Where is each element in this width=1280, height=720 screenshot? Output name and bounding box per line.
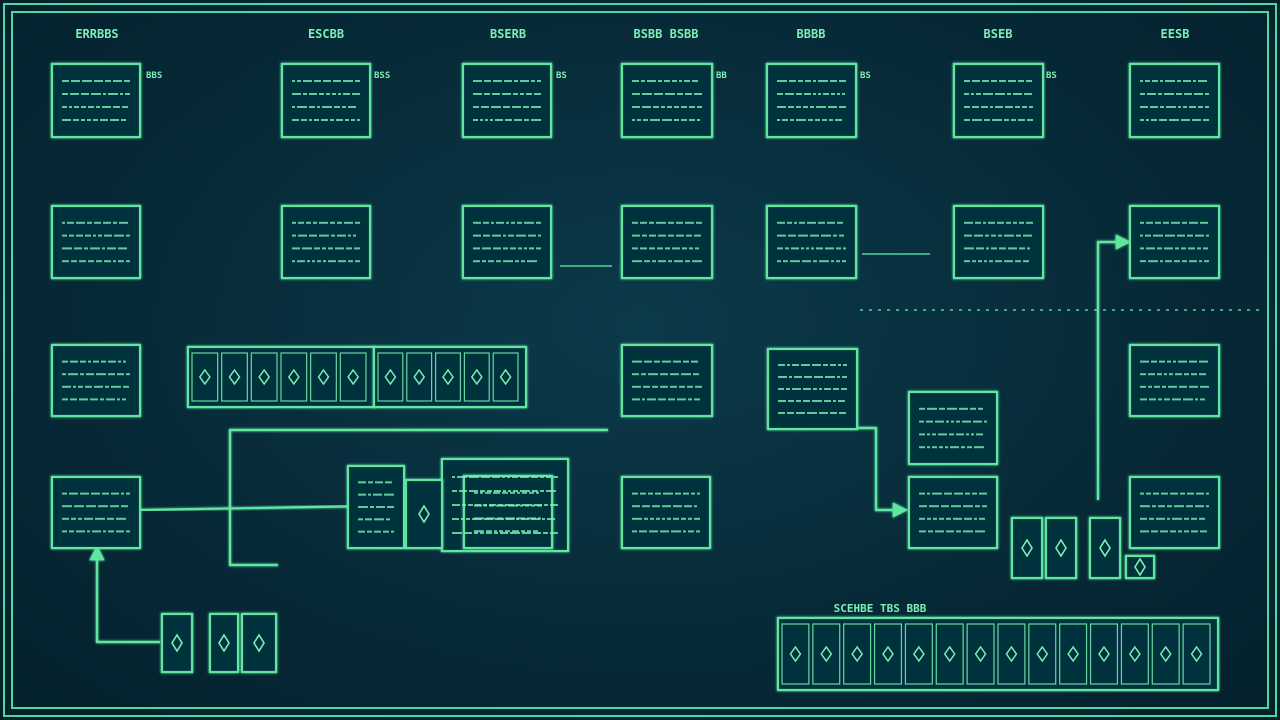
block-r4c6 xyxy=(909,477,997,548)
side-tag-5: BS xyxy=(860,71,871,81)
block-r2c7 xyxy=(1130,206,1219,278)
block-r2c6 xyxy=(954,206,1043,278)
column-header-2: ESCBB xyxy=(308,27,344,41)
diagram-blocks xyxy=(52,64,1219,690)
side-tag-4: BB xyxy=(716,71,727,81)
column-header-3: BSERB xyxy=(490,27,526,41)
side-tag-2: BSS xyxy=(374,71,390,81)
cell-bottom-3 xyxy=(242,614,276,672)
side-tag-1: BBS xyxy=(146,71,162,81)
block-r2c5 xyxy=(767,206,856,278)
column-header-5: BBBB xyxy=(797,27,826,41)
column-headers: ERRBBS ESCBB BSERB BSBB BSBB BBBB BSEB E… xyxy=(75,27,1189,41)
header-stubs xyxy=(97,44,1175,64)
block-small-a xyxy=(406,480,442,548)
column-header-7: EESB xyxy=(1161,27,1190,41)
block-r2c4 xyxy=(622,206,712,278)
legend-title: SCEHBE TBS BBB xyxy=(834,602,927,615)
block-r2c2 xyxy=(282,206,370,278)
block-r4-center xyxy=(464,476,552,548)
block-r1c6 xyxy=(954,64,1043,137)
block-mid-right xyxy=(909,392,997,464)
side-tag-6: BS xyxy=(1046,71,1057,81)
block-r1c7 xyxy=(1130,64,1219,137)
cell-bottom-1 xyxy=(162,614,192,672)
cell-bottom-2 xyxy=(210,614,238,672)
block-r1c3 xyxy=(463,64,551,137)
block-r3c1 xyxy=(52,345,140,416)
block-r3c4 xyxy=(622,345,712,416)
block-r2c1 xyxy=(52,206,140,278)
block-r1c1 xyxy=(52,64,140,137)
cell-right-3 xyxy=(1090,518,1120,578)
block-r1c4 xyxy=(622,64,712,137)
column-header-1: ERRBBS xyxy=(75,27,118,41)
side-tag-3: BS xyxy=(556,71,567,81)
block-r1c5 xyxy=(767,64,856,137)
block-r3c7 xyxy=(1130,345,1219,416)
cell-right-2 xyxy=(1046,518,1076,578)
block-r1c2 xyxy=(282,64,370,137)
block-r2c3 xyxy=(463,206,551,278)
block-r4c1 xyxy=(52,477,140,548)
block-r4c7 xyxy=(1130,477,1219,548)
column-header-4: BSBB BSBB xyxy=(633,27,698,41)
register-strip-right xyxy=(374,347,526,407)
column-header-6: BSEB xyxy=(984,27,1013,41)
cell-right-1 xyxy=(1012,518,1042,578)
block-r4c4 xyxy=(622,477,710,548)
